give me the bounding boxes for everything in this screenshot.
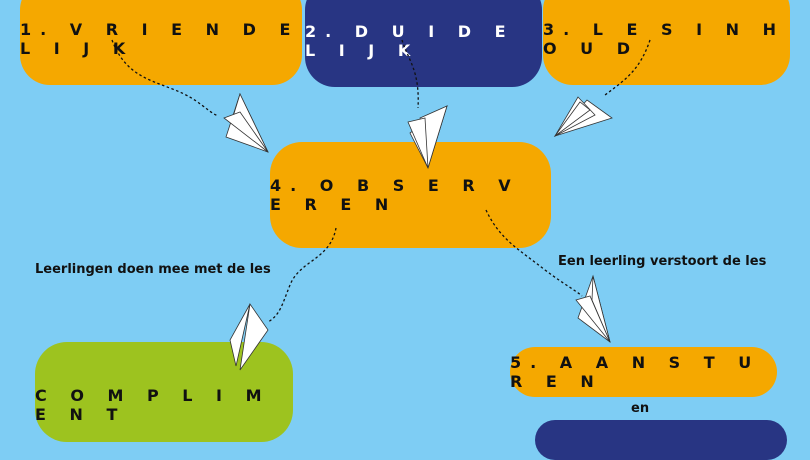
dotted-path-1 <box>111 39 219 117</box>
dotted-path-3 <box>604 39 651 96</box>
dotted-path-2 <box>401 39 419 109</box>
next-box <box>535 420 787 460</box>
paper-plane-icon-4 <box>229 302 269 371</box>
step-3-label: 3. L E S I N H O U D <box>543 20 786 58</box>
right-branch-label: Een leerling verstoort de les <box>558 254 767 269</box>
dotted-path-5 <box>485 209 583 297</box>
step-1-label: 1. V R I E N D E L I J K <box>20 20 300 58</box>
step-2-label: 2. D U I D E L I J K <box>305 22 515 60</box>
dotted-path-4 <box>267 227 337 323</box>
step-3-lesinhoud: 3. L E S I N H O U D <box>543 0 790 85</box>
paper-plane-icon-5 <box>575 274 611 344</box>
connector-label: en <box>631 401 650 416</box>
compliment-label: C O M P L I M E N T <box>35 386 271 424</box>
step-4-observeren: 4. O B S E R V E R E N <box>270 142 551 248</box>
paper-plane-icon-3 <box>553 96 613 138</box>
step-4-label: 4. O B S E R V E R E N <box>270 176 520 214</box>
step-1-vriendelijk: 1. V R I E N D E L I J K <box>20 0 302 85</box>
arrows-layer <box>111 39 651 371</box>
step-5-aansturen: 5. A A N S T U R E N <box>510 347 777 397</box>
step-5-label: 5. A A N S T U R E N <box>510 353 761 391</box>
paper-plane-icon-1 <box>223 92 269 153</box>
paper-plane-icon-2 <box>407 104 448 170</box>
left-branch-label: Leerlingen doen mee met de les <box>35 262 271 277</box>
step-2-duidelijk: 2. D U I D E L I J K <box>305 0 542 87</box>
